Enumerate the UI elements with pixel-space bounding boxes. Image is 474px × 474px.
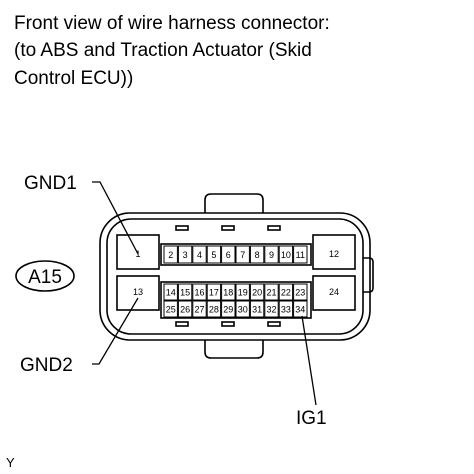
pin-cavity (206, 283, 222, 301)
pin-cavity (278, 300, 294, 318)
pin-cavity (235, 300, 250, 318)
pin-cavity (163, 283, 178, 301)
title-line-2: (to ABS and Traction Actuator (Skid (14, 40, 312, 61)
pin-cavity (293, 245, 308, 264)
pin-28: 28 (209, 305, 219, 315)
callout-ig1: IG1 (296, 408, 327, 429)
pin-cavity (264, 283, 279, 301)
pin-cavity (163, 245, 178, 264)
pin-3: 3 (183, 250, 188, 260)
pin-cavity (249, 300, 265, 318)
pin-24: 24 (329, 287, 339, 297)
pin-5: 5 (211, 250, 216, 260)
pin-cavity (249, 245, 265, 264)
pin-26: 26 (180, 305, 190, 315)
pin-cavity (192, 300, 207, 318)
pin-18: 18 (223, 288, 233, 298)
pin-cavity (177, 283, 193, 301)
pin-27: 27 (194, 305, 204, 315)
pin-22: 22 (281, 288, 291, 298)
pin-cavity (221, 283, 236, 301)
pin-10: 10 (281, 250, 291, 260)
pin-25: 25 (166, 305, 176, 315)
pin-33: 33 (281, 305, 291, 315)
pin-19: 19 (238, 288, 248, 298)
pin-13: 13 (133, 287, 143, 297)
callout-gnd2: GND2 (20, 355, 73, 376)
pin-20: 20 (252, 288, 262, 298)
callout-gnd1: GND1 (24, 173, 77, 194)
callout-lines (92, 181, 317, 406)
pin-23: 23 (295, 288, 305, 298)
connector-code-badge: A15 (15, 260, 75, 292)
pin-cavity (235, 245, 250, 264)
pin-12: 12 (329, 249, 339, 259)
pin-9: 9 (269, 250, 274, 260)
pin-cavity (264, 245, 279, 264)
pin-cavity (278, 283, 294, 301)
pin-4: 4 (197, 250, 202, 260)
pin-17: 17 (209, 288, 219, 298)
pin-31: 31 (252, 305, 262, 315)
pin-7: 7 (240, 250, 245, 260)
pin-cavity (264, 300, 279, 318)
pin-2: 2 (168, 250, 173, 260)
connector-code: A15 (28, 267, 62, 288)
pin-32: 32 (266, 305, 276, 315)
pin-14: 14 (166, 288, 176, 298)
pin-29: 29 (223, 305, 233, 315)
pin-cavity (235, 283, 250, 301)
pin-cavity (293, 283, 308, 301)
pin-cavity (192, 283, 207, 301)
pin-cavity (249, 283, 265, 301)
pin-cavity (177, 300, 193, 318)
pin-34: 34 (295, 305, 305, 315)
pin-cavity (221, 245, 236, 264)
pin-16: 16 (194, 288, 204, 298)
pin-cavity (221, 300, 236, 318)
pin-cavity (192, 245, 207, 264)
pin-cavity (206, 300, 222, 318)
pin-cavity (293, 300, 308, 318)
pin-cavity (163, 300, 178, 318)
footer-mark: Y (6, 455, 15, 470)
pin-21: 21 (266, 288, 276, 298)
connector-body (99, 193, 374, 359)
pin-cavity (206, 245, 222, 264)
pin-11: 11 (296, 250, 305, 260)
pin-8: 8 (255, 250, 260, 260)
pin-30: 30 (238, 305, 248, 315)
pin-cavity (177, 245, 193, 264)
title-line-3: Control ECU)) (14, 68, 133, 89)
pin-15: 15 (180, 288, 190, 298)
pin-6: 6 (226, 250, 231, 260)
pin-cavity (278, 245, 294, 264)
title-line-1: Front view of wire harness connector: (14, 13, 330, 34)
